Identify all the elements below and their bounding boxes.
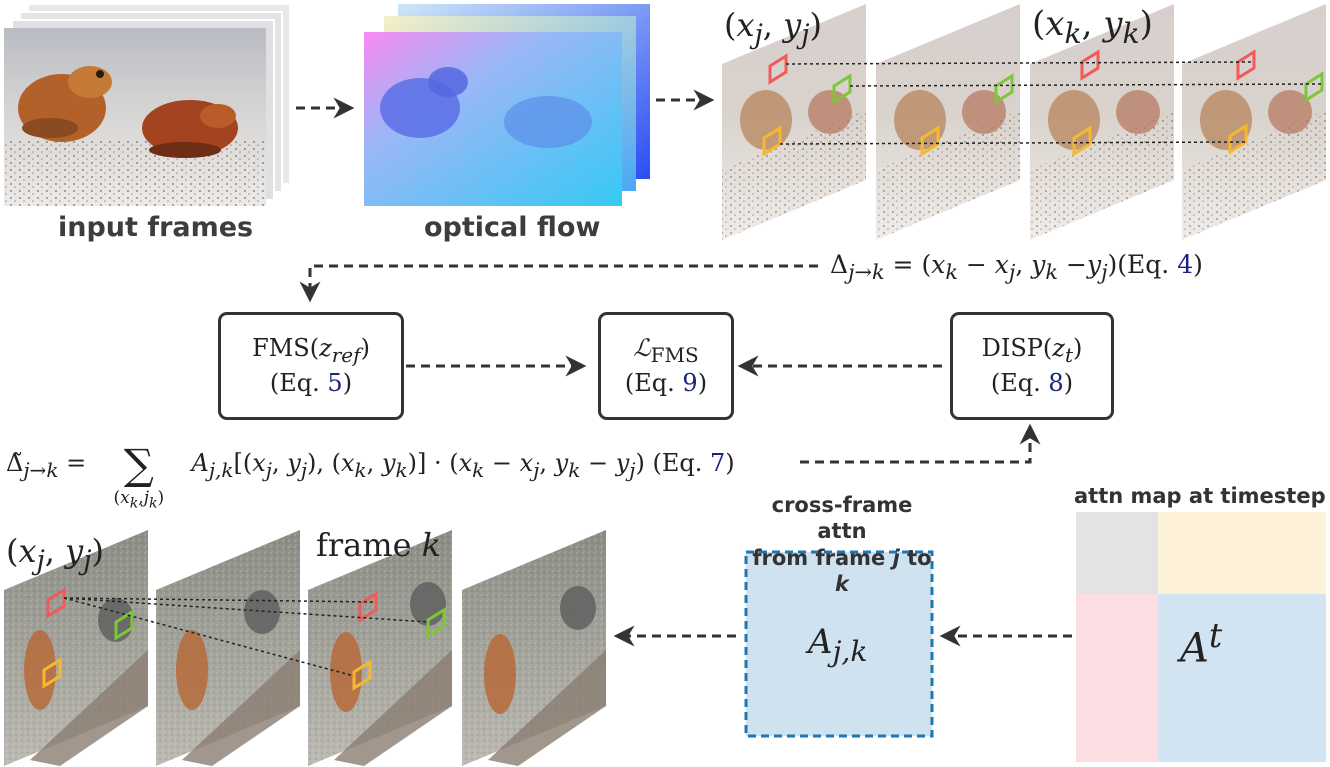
disp-box-eq: (Eq. 8) bbox=[990, 368, 1074, 397]
fms-box-eq: (Eq. 5) bbox=[269, 368, 353, 397]
delta-equation: Δj→k = (xk − xj, yk −yj)(Eq. 4) bbox=[830, 250, 1203, 284]
fms-box: FMS(zref) (Eq. 5) bbox=[218, 312, 404, 420]
loss-box: ℒFMS (Eq. 9) bbox=[598, 312, 734, 420]
cross-frame-attn-line1: cross-frame attn bbox=[771, 493, 913, 544]
top-frame-4 bbox=[1182, 4, 1326, 240]
top-red-marker-3 bbox=[1080, 49, 1100, 81]
top-frame-2 bbox=[876, 4, 1020, 240]
fms-box-title: FMS(zref) bbox=[252, 334, 370, 367]
loss-box-title: ℒFMS bbox=[633, 334, 699, 367]
bottom-yellow-marker-j bbox=[42, 657, 62, 689]
top-yellow-marker-3 bbox=[1072, 125, 1092, 157]
bottom-frame-sequence bbox=[4, 530, 606, 766]
bottom-frame-2 bbox=[156, 530, 300, 766]
bottom-green-marker-k bbox=[426, 607, 446, 639]
frame-k-label: frame k bbox=[316, 526, 442, 564]
input-frames-stack bbox=[4, 3, 291, 206]
bottom-frame-4 bbox=[462, 530, 606, 766]
cross-frame-attn-box bbox=[744, 550, 934, 738]
top-red-marker-1 bbox=[768, 53, 788, 85]
top-yellow-marker-4 bbox=[1228, 123, 1248, 155]
cross-frame-attn-line2: from frame j to k bbox=[752, 545, 932, 596]
bottom-red-marker-k bbox=[358, 591, 378, 623]
arrow-delta-to-fms bbox=[299, 264, 818, 303]
optical-flow-stack bbox=[364, 4, 650, 206]
bottom-yellow-marker-k bbox=[352, 659, 372, 691]
attn-map-title: attn map at timestep t bbox=[1074, 484, 1330, 508]
bottom-frame-1 bbox=[4, 530, 148, 766]
top-green-marker-1 bbox=[832, 73, 852, 105]
top-coord-k: (xk, yk) bbox=[1032, 4, 1153, 50]
bottom-frame-3 bbox=[308, 530, 452, 766]
loss-box-eq: (Eq. 9) bbox=[624, 368, 708, 397]
top-green-marker-4 bbox=[1304, 71, 1324, 103]
bottom-red-marker-j bbox=[46, 587, 66, 619]
optical-flow-caption: optical flow bbox=[424, 212, 601, 243]
input-frames-caption: input frames bbox=[58, 212, 254, 243]
bottom-green-marker-j bbox=[114, 609, 134, 641]
disp-box: DISP(zt) (Eq. 8) bbox=[950, 312, 1114, 420]
top-coord-j: (xj, yj) bbox=[724, 6, 822, 51]
attn-map-grid bbox=[1076, 512, 1326, 762]
bottom-coord-j: (xj, yj) bbox=[6, 532, 104, 577]
top-green-marker-2 bbox=[994, 73, 1014, 105]
top-frame-3 bbox=[1030, 4, 1174, 240]
aggregated-delta-equation: Δ̃j→k = ∑(xk,jk) Aj,k[(xj, yj), (xk, yk)… bbox=[6, 440, 735, 512]
cross-attn-symbol: Aj,k bbox=[808, 622, 868, 668]
cross-frame-attn-title: cross-frame attn from frame j to k bbox=[744, 492, 940, 597]
disp-box-title: DISP(zt) bbox=[981, 334, 1083, 367]
attn-map-symbol: At bbox=[1180, 616, 1223, 672]
input-frame-photo bbox=[4, 28, 266, 206]
top-frame-sequence bbox=[722, 4, 1326, 240]
arrow-eq7-to-disp bbox=[800, 423, 1041, 464]
top-red-marker-4 bbox=[1236, 49, 1256, 81]
